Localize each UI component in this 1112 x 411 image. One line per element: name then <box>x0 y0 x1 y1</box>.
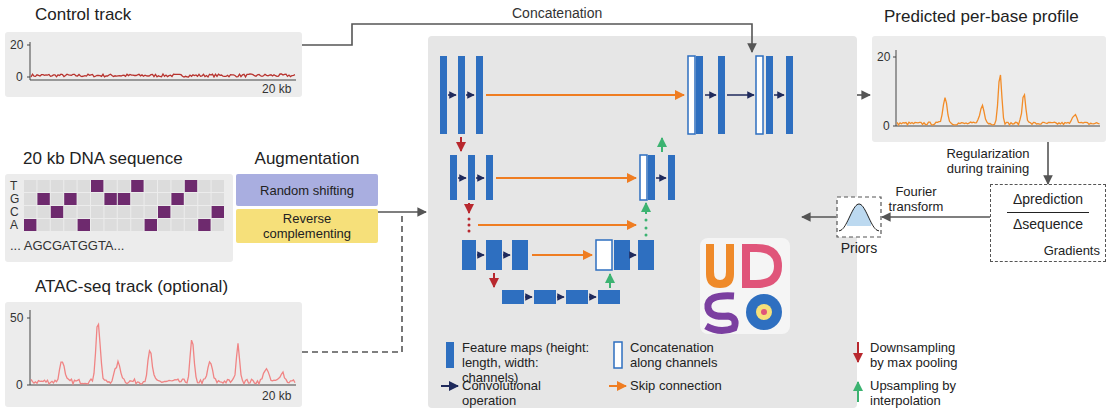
fraction-denominator: Δsequence <box>991 216 1105 233</box>
flow-arrow <box>1047 142 1049 184</box>
sequence-label: G <box>10 192 19 206</box>
gradient-box: ΔpredictionΔsequenceGradients <box>990 184 1106 262</box>
axis-label: 20 <box>877 50 890 64</box>
legend-text: Convolutional operation <box>462 378 590 408</box>
process-box: Reverse complementing <box>236 209 378 243</box>
legend-symbol-drawing <box>608 340 630 370</box>
prior-arrow <box>802 216 836 218</box>
panel-title: ATAC-seq track (optional) <box>5 276 302 298</box>
legend-item: Convolutional operation <box>440 378 590 408</box>
legend-symbol <box>608 340 630 370</box>
prior-box: Priors <box>836 196 882 258</box>
sequence-label: A <box>10 218 18 232</box>
legend-symbol-drawing <box>440 378 462 408</box>
panel-title: 20 kb DNA sequence <box>5 148 233 170</box>
legend-symbol <box>440 378 462 408</box>
signal-plots <box>31 74 1100 384</box>
panel-title: Predicted per-base profile <box>872 6 1106 28</box>
input-arrow <box>378 211 426 213</box>
legend-symbol <box>848 378 870 408</box>
legend-item: Upsampling by interpolation <box>848 378 960 408</box>
flow-label: Concatenation <box>512 5 602 21</box>
plot-ground <box>872 36 1106 142</box>
legend-text: Concatenation along channels <box>630 340 748 370</box>
legend-text: Downsampling by max pooling <box>870 340 960 370</box>
axis-label: 20 kb <box>262 82 291 96</box>
sequence-ground <box>5 174 233 262</box>
legend-text: Skip connection <box>630 378 748 393</box>
sequence-label: T <box>10 179 17 193</box>
legend-item: Skip connection <box>608 378 748 408</box>
panel-title: Control track <box>5 4 302 26</box>
logo <box>700 238 790 334</box>
box-caption: Gradients <box>1044 243 1100 258</box>
legend-symbol <box>848 340 870 370</box>
box-label: Reverse complementing <box>239 211 375 241</box>
model-panel <box>428 36 857 408</box>
sequence-label: C <box>10 205 19 219</box>
plot-ground <box>5 32 302 97</box>
one-hot-grid <box>24 180 224 231</box>
output-arrow <box>857 94 870 96</box>
process-box: Random shifting <box>236 174 378 206</box>
group-title: Augmentation <box>236 148 378 170</box>
panel: Control track <box>5 4 302 97</box>
concatenation-line <box>302 24 752 52</box>
prior-curve <box>836 196 882 238</box>
panel: AugmentationRandom shiftingReverse compl… <box>236 148 378 246</box>
legend-swatch <box>446 342 454 368</box>
axis-label: 0 <box>16 70 23 84</box>
plot-ground <box>5 302 302 407</box>
legend-symbol <box>440 340 462 370</box>
box-caption: Priors <box>830 240 888 257</box>
legend-item: Concatenation along channels <box>608 340 748 370</box>
legend-item: Downsampling by max pooling <box>848 340 960 370</box>
axis-label: 50 <box>10 311 23 325</box>
edge-label: Regularization during training <box>940 146 1036 176</box>
axis-label: 20 <box>10 38 23 52</box>
axis-label: 0 <box>16 378 23 392</box>
plot-axes <box>27 42 1100 385</box>
edge-label: Fourier transform <box>878 184 954 214</box>
sequence-label: ... AGCGATGGTA... <box>10 238 124 253</box>
legend-symbol <box>608 378 630 408</box>
legend-symbol-drawing <box>848 340 870 370</box>
legend-text: Upsampling by interpolation <box>870 378 960 408</box>
panel: Predicted per-base profile <box>872 6 1106 142</box>
flow-arrow <box>882 216 990 218</box>
fraction-bar <box>1007 212 1089 213</box>
box-label: Random shifting <box>260 183 354 198</box>
panel: ATAC-seq track (optional) <box>5 276 302 407</box>
axis-label: 20 kb <box>262 389 291 403</box>
legend-symbol-drawing <box>608 378 630 408</box>
fraction-numerator: Δprediction <box>991 191 1105 208</box>
legend-symbol-drawing <box>848 378 870 408</box>
axis-label: 0 <box>883 119 890 133</box>
